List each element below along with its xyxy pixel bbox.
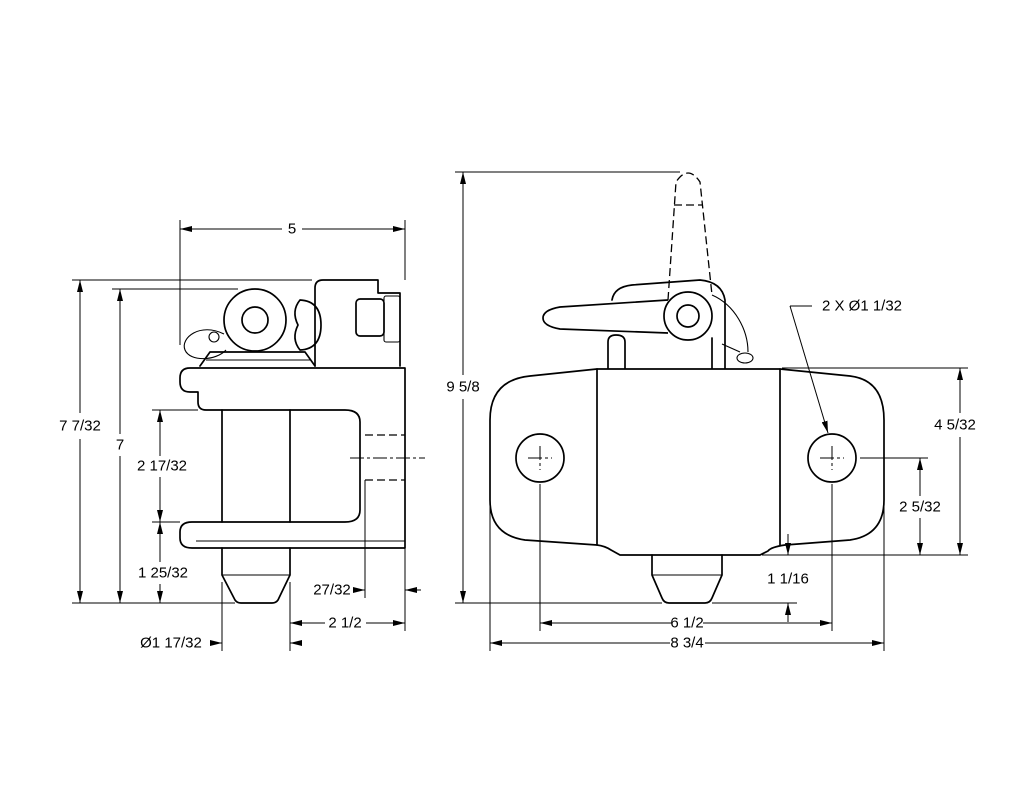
dim-label-pin-to-edge: 2 1/2 [328,615,361,632]
lever-pivot-hole [676,304,700,328]
lever-eye-hole [241,306,269,334]
dim-label-overall-height: 9 5/8 [446,379,479,396]
lever-body-side [294,299,322,351]
dim-label-hole-callout: 2 X Ø1 1/32 [822,298,902,315]
pin-tip [651,554,723,604]
dim-label-edge-offset: 27/32 [313,582,351,599]
dim-label-hole-spacing: 6 1/2 [670,615,703,632]
lanyard-ring [736,352,754,364]
dim-label-hole-height: 2 5/32 [899,499,941,516]
latch-plate [383,295,401,343]
front-view: 9 5/8 2 X Ø1 1/32 4 5/32 2 5/32 1 1/16 6… [446,171,976,652]
clevis-body-outline [179,367,406,549]
bracket-cap [611,279,726,370]
leader-line [789,305,829,434]
dim-label-overall-height: 7 7/32 [59,418,101,435]
hidden-raised-lever [667,172,713,301]
lanyard-strap [721,343,741,353]
bracket-left-leg [607,334,626,370]
lever-hub [663,291,713,341]
dim-label-opening: 2 17/32 [137,458,187,475]
pin-tip [221,547,291,604]
lever-eye [223,288,287,352]
dim-label-pin-projection: 1 1/16 [767,571,809,588]
lanyard-cable [711,294,749,353]
base-plate [489,368,885,556]
handle-platform [199,351,316,367]
dim-label-base-height: 4 5/32 [934,417,976,434]
lanyard-cable [183,329,227,360]
mounting-hole-right [807,433,857,483]
side-view: 5 7 7/32 7 2 17/32 1 25/32 27/32 2 1/2 Ø… [59,220,425,652]
dim-label-pin-diameter: Ø1 17/32 [140,635,202,652]
lever-handle [542,299,669,334]
upright-bracket [314,279,401,367]
dim-label-pin-projection: 1 25/32 [138,565,188,582]
dim-label-base-width: 8 3/4 [670,635,703,652]
dim-label-width: 5 [288,221,296,238]
lanyard-ring [208,331,220,343]
mounting-hole-left [515,433,565,483]
dim-label-height: 7 [116,437,124,454]
latch-block [355,298,385,337]
